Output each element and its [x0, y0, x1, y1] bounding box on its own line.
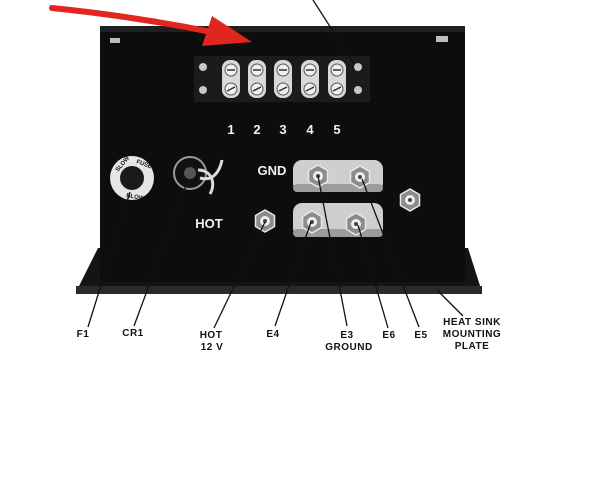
terminal-strip-screw-left-top	[199, 63, 207, 71]
callout-hot-line1: HOT	[200, 330, 223, 341]
ground-bus-bar-upper-shade	[293, 184, 383, 192]
callout-e3-line1: E3	[340, 330, 353, 341]
terminal-2-slot-bottom	[252, 86, 262, 92]
terminal-number-1: 1	[227, 122, 234, 137]
terminal-3-slot-bottom	[278, 86, 288, 92]
terminal-strip-screw-left-bottom	[199, 86, 207, 94]
callout-e5: E5	[414, 330, 427, 341]
terminal-number-5: 5	[333, 122, 340, 137]
terminal-number-2: 2	[253, 122, 260, 137]
leader-line-f1	[87, 191, 131, 328]
terminal-strip-screw-right-top	[354, 63, 362, 71]
stud-e6-center	[354, 222, 358, 226]
leader-line-e6	[357, 224, 389, 329]
leader-line-cr1	[133, 179, 189, 327]
callout-cr1: CR1	[122, 328, 144, 339]
stud-hot-center	[263, 219, 267, 223]
hot-panel-label: HOT	[195, 216, 223, 231]
callout-heatsink-line1: HEAT SINK	[443, 317, 501, 328]
heat-sink-plate-edge	[76, 286, 482, 294]
diode-wire-lead-2	[199, 159, 224, 181]
fuse-cap-text-blow: BLOW	[126, 193, 145, 202]
callout-e6: E6	[382, 330, 395, 341]
diode-cr1	[173, 156, 224, 195]
diode-core	[184, 167, 196, 179]
terminal-number-3: 3	[279, 122, 286, 137]
red-pointer-arrow	[49, 5, 252, 46]
leader-line-heatsink	[436, 289, 464, 317]
callout-f1: F1	[77, 329, 90, 340]
terminal-4-slot-bottom	[305, 86, 315, 92]
terminal-1-slot-bottom	[226, 86, 236, 92]
stud-right-center	[408, 198, 412, 202]
chassis-corner-mark-left	[110, 38, 120, 43]
callout-heatsink-line2: MOUNTING	[443, 329, 501, 340]
terminal-strip-screw-right-bottom	[354, 86, 362, 94]
leader-line-top	[312, 0, 355, 65]
leader-line-e3	[317, 175, 348, 327]
red-arrow-head	[202, 16, 252, 46]
callout-hot-line2: 12 V	[201, 342, 224, 353]
leader-line-e4	[274, 221, 312, 327]
callout-e4: E4	[266, 329, 279, 340]
terminal-strip	[194, 56, 370, 102]
terminal-5-slot-bottom	[332, 86, 342, 92]
fuse-cap-inner	[120, 166, 144, 190]
fuse-holder-f1: SLOW FUSE BLOW	[110, 155, 154, 202]
callout-e3-line2: GROUND	[325, 342, 372, 353]
chassis-highlight	[100, 26, 465, 32]
chassis-corner-mark-right	[436, 36, 448, 42]
callout-heatsink-line3: PLATE	[455, 341, 490, 352]
leader-line-e5	[361, 178, 420, 328]
fuse-cap-text-fuse: FUSE	[135, 159, 152, 170]
gnd-panel-label: GND	[258, 163, 287, 178]
terminal-number-4: 4	[306, 122, 314, 137]
leader-line-hot	[213, 221, 266, 329]
stud-e5-center	[358, 175, 362, 179]
